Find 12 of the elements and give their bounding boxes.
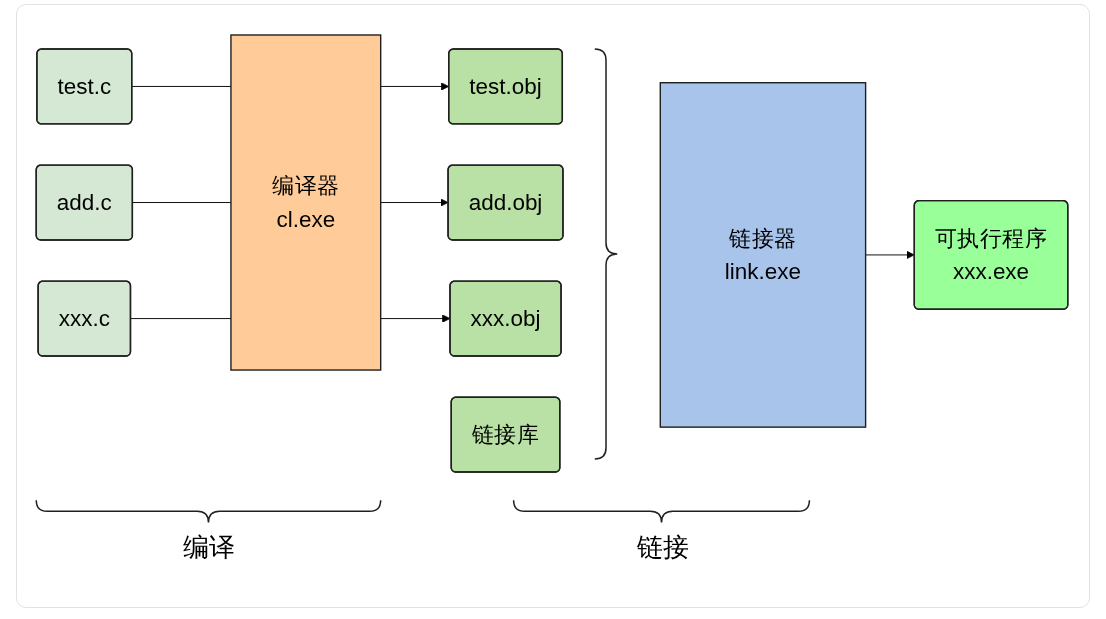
file-box: add.c [35,164,134,241]
file-box: 链接库 [450,396,561,473]
program-box: 链接器 link.exe [659,82,867,428]
program-box: 编译器 cl.exe [230,34,382,371]
stage-label: 编译 [183,531,236,563]
stage-label: 链接 [636,531,689,563]
file-box: test.c [36,48,133,125]
file-box: add.obj [447,164,564,241]
file-box: xxx.c [37,280,132,357]
file-box: 可执行程序 xxx.exe [913,199,1069,310]
file-box: xxx.obj [449,280,562,357]
file-box: test.obj [448,48,564,125]
